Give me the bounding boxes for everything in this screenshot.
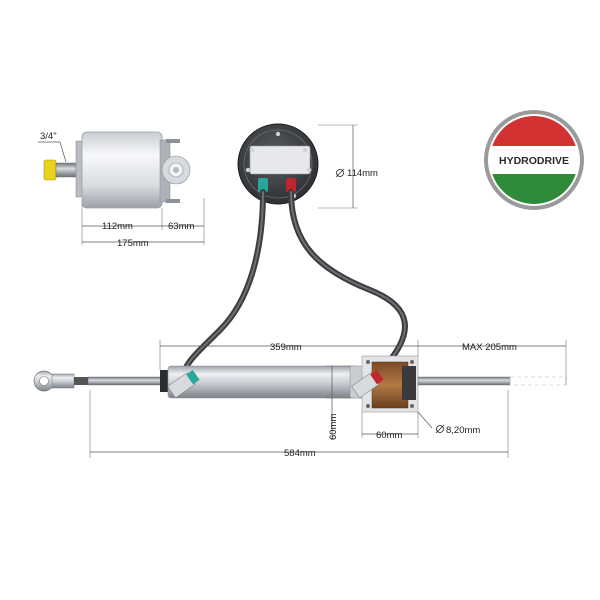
cylinder-barrel	[167, 365, 359, 399]
rear-bolt	[275, 131, 281, 137]
pump-shaft	[55, 162, 77, 178]
hydrodrive-logo: HYDRODRIVE	[484, 110, 584, 210]
pump-rear-dimension: 63mm	[168, 221, 194, 232]
mount-hole	[366, 360, 370, 364]
rod-extension-ghost	[509, 376, 567, 386]
port-fitting-left-cylinder	[167, 369, 200, 399]
pump-rear-ring	[243, 129, 313, 199]
pump-port-center	[173, 167, 179, 173]
stroke-dimension: 359mm	[270, 342, 302, 353]
hydraulic-hoses	[181, 189, 408, 375]
rod-end-hole	[39, 376, 49, 386]
rear-bolt	[302, 147, 308, 153]
pump-diameter-dimension: 114mm	[347, 168, 378, 179]
valve-block	[249, 145, 311, 175]
mount-hole	[410, 360, 414, 364]
piston-rod-right	[417, 376, 511, 386]
fitting-size-label: 3/4"	[40, 131, 57, 142]
port-fitting-left	[258, 178, 268, 192]
hole-diameter-dimension: 8,20mm	[446, 425, 480, 436]
rear-bolt	[249, 147, 255, 153]
logo-text: HYDRODRIVE	[499, 155, 569, 167]
pump-body	[81, 131, 163, 209]
piston-rod-left	[87, 376, 163, 386]
helm-pump-side-view	[43, 131, 191, 209]
pump-body-dimension: 112mm	[102, 221, 133, 232]
diameter-icon	[435, 424, 445, 434]
rod-end-body	[51, 373, 75, 389]
helm-pump-dimensions: 3/4" 112mm 63mm 175mm	[38, 131, 205, 249]
fitting-cap	[43, 159, 57, 181]
diameter-icon	[335, 168, 345, 178]
pump-bolt	[166, 139, 180, 143]
end-cap-left	[160, 370, 170, 392]
rod-end-nut	[74, 377, 88, 385]
max-extension-dimension: MAX 205mm	[462, 342, 517, 353]
hose-right-highlight	[290, 191, 406, 373]
pump-rear-view	[237, 123, 319, 205]
grease-block	[402, 366, 416, 400]
rear-view-dimension: 114mm	[318, 124, 378, 209]
port-fitting-right	[286, 178, 296, 192]
logo-white-band	[490, 146, 578, 174]
mount-hole	[410, 404, 414, 408]
steering-cylinder	[33, 355, 567, 413]
plate-width-dimension: 60mm	[376, 430, 402, 441]
barrel-height-dimension: 60mm	[328, 414, 339, 440]
mount-hole	[366, 404, 370, 408]
hose-right	[288, 189, 408, 375]
pump-bolt	[166, 199, 180, 203]
cylinder-dimensions: 359mm MAX 205mm 60mm 60mm 8,20mm 584mm	[89, 340, 567, 459]
hose-left	[181, 189, 266, 375]
pump-total-dimension: 175mm	[117, 238, 149, 249]
overall-length-dimension: 584mm	[284, 448, 316, 459]
port-fitting-right-cylinder	[351, 369, 384, 399]
rear-bolt	[306, 167, 312, 173]
hose-left-highlight	[183, 191, 264, 373]
rear-bolt	[245, 167, 251, 173]
